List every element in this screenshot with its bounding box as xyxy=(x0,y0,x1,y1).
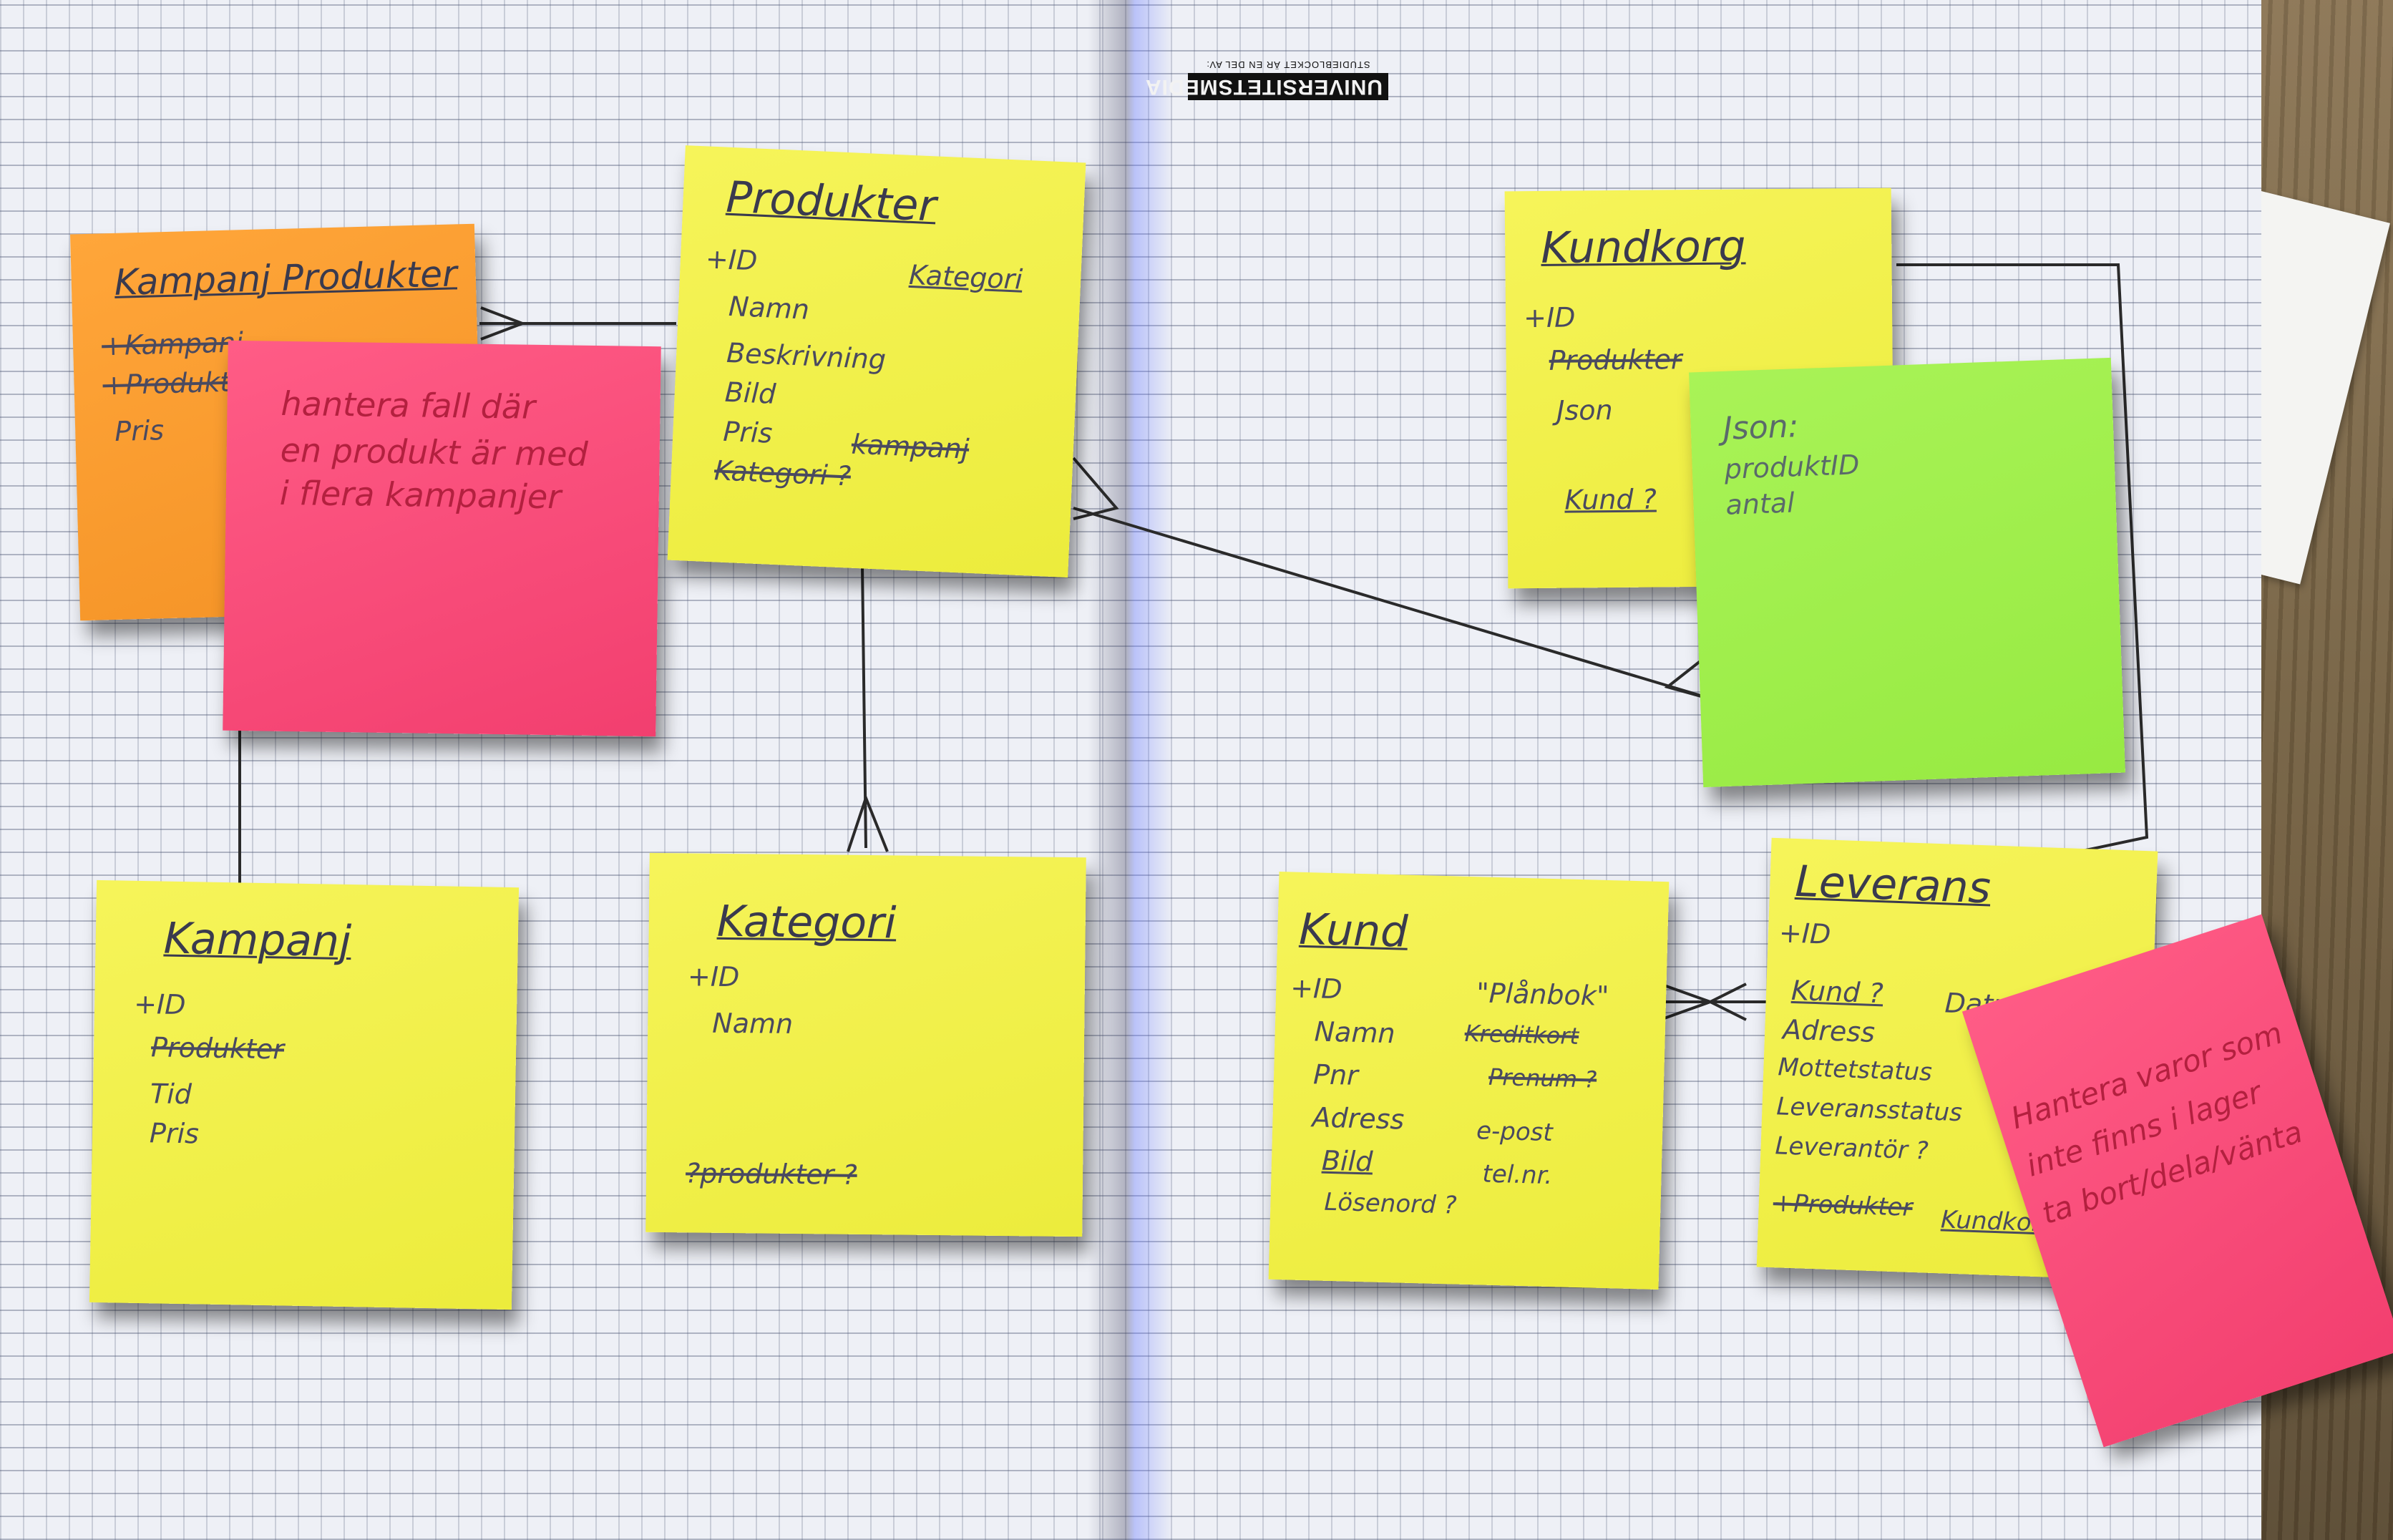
note-line: tel.nr. xyxy=(1482,1159,1553,1191)
note-line: i flera kampanjer xyxy=(279,473,562,517)
note-kategori: Kategori +ID Namn ?produkter ? xyxy=(645,852,1086,1237)
note-line: Bild xyxy=(723,376,777,410)
note-line: Tid xyxy=(150,1078,192,1111)
note-line: Kund ? xyxy=(1564,483,1657,516)
note-title: Kampanj Produkter xyxy=(114,253,458,303)
note-line: produktID xyxy=(1724,449,1861,485)
note-line: Kategori xyxy=(908,258,1023,296)
crowfoot-kategori xyxy=(847,794,889,852)
note-line: +ID xyxy=(705,243,759,277)
crowfoot-kampanjprodukter xyxy=(480,306,527,341)
note-line: Adress xyxy=(1312,1101,1405,1136)
note-line: +Kampanj xyxy=(101,326,244,362)
note-line: Namn xyxy=(1314,1015,1396,1050)
note-line: antal xyxy=(1725,487,1795,521)
note-line: Pris xyxy=(722,415,774,449)
line-produkter-json xyxy=(1073,507,1732,706)
note-kund: Kund +ID "Plånbok" Namn Kreditkort Pnr P… xyxy=(1268,871,1670,1290)
note-line: +ID xyxy=(687,960,740,993)
note-produkter: Produkter +ID Kategori Namn Beskrivning … xyxy=(667,145,1086,578)
notebook-spine xyxy=(1088,0,1174,1540)
note-line: Kreditkort xyxy=(1464,1019,1579,1050)
note-line: Mottetstatus xyxy=(1777,1053,1933,1087)
note-line: Produkter xyxy=(1549,343,1682,376)
note-line: en produkt är med xyxy=(280,430,589,474)
note-line: Kund ? xyxy=(1790,974,1884,1010)
note-line: hantera fall där xyxy=(281,384,536,427)
note-line: +ID xyxy=(133,988,186,1021)
note-pink-campaign-handling: hantera fall där en produkt är med i fle… xyxy=(223,340,661,737)
note-line: +ID xyxy=(1523,301,1576,334)
note-line: Prenum ? xyxy=(1488,1063,1597,1093)
note-line: Produkter xyxy=(150,1031,285,1066)
note-title: Kategori xyxy=(716,896,897,949)
note-title: Kundkorg xyxy=(1540,221,1746,273)
note-title: Leverans xyxy=(1794,856,1992,914)
note-line: kampanj xyxy=(850,428,970,465)
note-title: Kampanj xyxy=(163,913,352,968)
note-line: "Plånbok" xyxy=(1476,977,1609,1013)
note-line: Json xyxy=(1556,394,1613,427)
note-line: Leveransstatus xyxy=(1775,1092,1963,1128)
note-line: Namn xyxy=(728,290,810,326)
note-kampanj: Kampanj +ID Produkter Tid Pris xyxy=(89,879,520,1310)
note-line: e-post xyxy=(1476,1116,1554,1148)
note-title: Produkter xyxy=(725,172,937,232)
note-line: +ID xyxy=(1778,917,1832,950)
note-line: +ID xyxy=(1290,972,1343,1005)
note-line: Leverantör ? xyxy=(1774,1131,1929,1166)
note-line: Adress xyxy=(1782,1013,1876,1048)
note-line: Bild xyxy=(1321,1144,1373,1178)
note-line: Namn xyxy=(712,1007,794,1040)
note-json: Json: produktID antal xyxy=(1689,357,2125,788)
note-line: Pris xyxy=(149,1117,200,1150)
note-line: Lösenord ? xyxy=(1323,1187,1458,1220)
note-line: Kategori ? xyxy=(713,454,852,492)
crowfoot-leverans xyxy=(1707,983,1747,1021)
crowfoot-produkter xyxy=(1072,457,1119,520)
note-title: Kund xyxy=(1298,904,1409,957)
note-line: ?produkter ? xyxy=(685,1157,857,1191)
note-line: Json: xyxy=(1722,408,1800,447)
note-line: +Produkter xyxy=(1773,1189,1914,1222)
note-line: Pnr xyxy=(1312,1058,1359,1091)
note-line: Beskrivning xyxy=(726,336,887,376)
note-line: Pris xyxy=(114,414,165,447)
